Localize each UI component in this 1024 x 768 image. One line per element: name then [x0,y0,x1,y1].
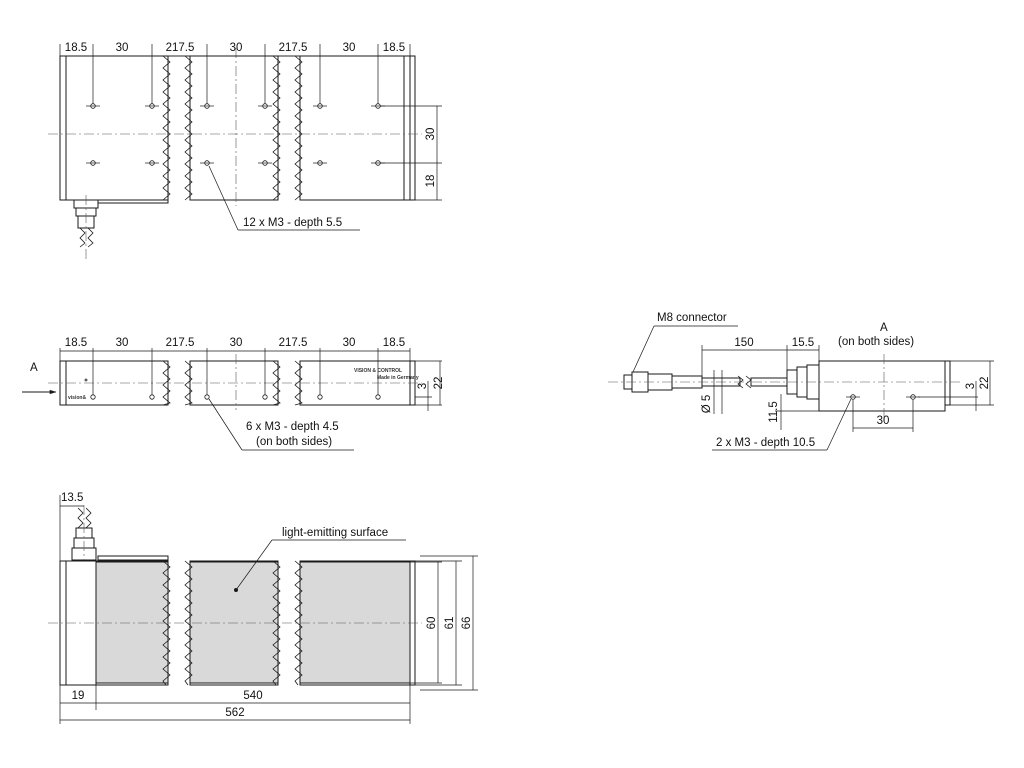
side-dim-seg-6: 30 [343,337,356,349]
side-dim-seg-2: 30 [116,337,129,349]
top-dim-seg-7: 18.5 [383,42,405,54]
side-view-letter-a: A [30,362,38,374]
bottom-dim-66: 66 [461,617,473,630]
bottom-dim-60: 60 [426,617,438,630]
top-dim-seg-4: 30 [230,42,243,54]
top-callout-leader [208,165,239,231]
light-emitting-surface-mid [189,561,279,684]
bottom-dim-61: 61 [444,617,456,630]
surface-leader [235,539,273,591]
bottom-dim-13-5: 13.5 [61,492,83,504]
top-view-body [59,55,416,201]
end-view-letter-a: A [880,322,888,334]
side-dim-seg-4: 30 [230,337,243,349]
bottom-dim-562: 562 [225,707,244,719]
top-break-2b [294,55,303,201]
top-break-2a [272,55,281,201]
end-view-note: (on both sides) [838,336,914,348]
end-view: M8 connector 150 15.5 A (on both sides) … [608,312,994,451]
end-dim-22: 22 [979,377,991,390]
end-dim-diameter: Ø 5 [701,395,713,414]
top-dim-seg-1: 18.5 [65,42,87,54]
top-callout: 12 x M3 - depth 5.5 [243,217,342,229]
end-dim-30: 30 [877,415,890,427]
side-dim-chain: 18.5 30 217.5 30 217.5 30 18.5 [65,337,405,349]
side-brand: VISION & CONTROL [354,368,402,374]
side-callout-line1: 6 x M3 - depth 4.5 [246,421,339,433]
top-view: 18.5 30 217.5 30 217.5 30 18.5 30 18 12 … [48,42,442,260]
side-dim-seg-5: 217.5 [279,337,308,349]
light-emitting-surface-right [299,561,411,684]
end-dim-11-5: 11.5 [768,401,780,423]
top-dim-seg-3: 217.5 [166,42,195,54]
side-callout-line2: (on both sides) [256,436,332,448]
side-dim-3: 3 [417,383,429,389]
bottom-cable-gland [71,505,169,561]
surface-leader-dot [234,588,238,592]
end-dim-15-5: 15.5 [792,337,814,349]
end-callout-leader [826,398,852,451]
end-housing [818,360,946,412]
connector-leader [632,325,655,373]
side-dim-seg-1: 18.5 [65,337,87,349]
top-break-1a [162,55,171,201]
bottom-dim-19: 19 [72,690,85,702]
top-dim-30: 30 [425,128,437,141]
connector-label: M8 connector [657,312,727,324]
bottom-view: 13.5 light-emitting surface 60 61 66 19 … [48,492,478,724]
top-dim-seg-5: 217.5 [279,42,308,54]
top-dim-seg-2: 30 [116,42,129,54]
top-view-holes [86,103,385,166]
end-callout: 2 x M3 - depth 10.5 [716,437,815,449]
side-brand-sub: Made in Germany [377,375,419,381]
side-dim-seg-3: 217.5 [166,337,195,349]
side-callout-leader [208,398,243,451]
bottom-surface-label: light-emitting surface [282,527,388,539]
end-dim-150: 150 [734,337,753,349]
top-dim-chain: 18.5 30 217.5 30 217.5 30 18.5 [65,42,405,54]
top-cable-gland [73,195,169,260]
light-emitting-surface-left [95,561,169,684]
top-dim-seg-6: 30 [343,42,356,54]
side-dim-seg-7: 18.5 [383,337,405,349]
side-view: 18.5 30 217.5 30 217.5 30 18.5 A VISION … [22,337,445,451]
side-left-mark: vision& [68,395,86,401]
top-break-1b [184,55,193,201]
end-dim-3: 3 [965,383,977,389]
side-dim-22: 22 [433,377,445,390]
top-dim-18: 18 [425,175,437,188]
bottom-dim-540: 540 [243,690,262,702]
